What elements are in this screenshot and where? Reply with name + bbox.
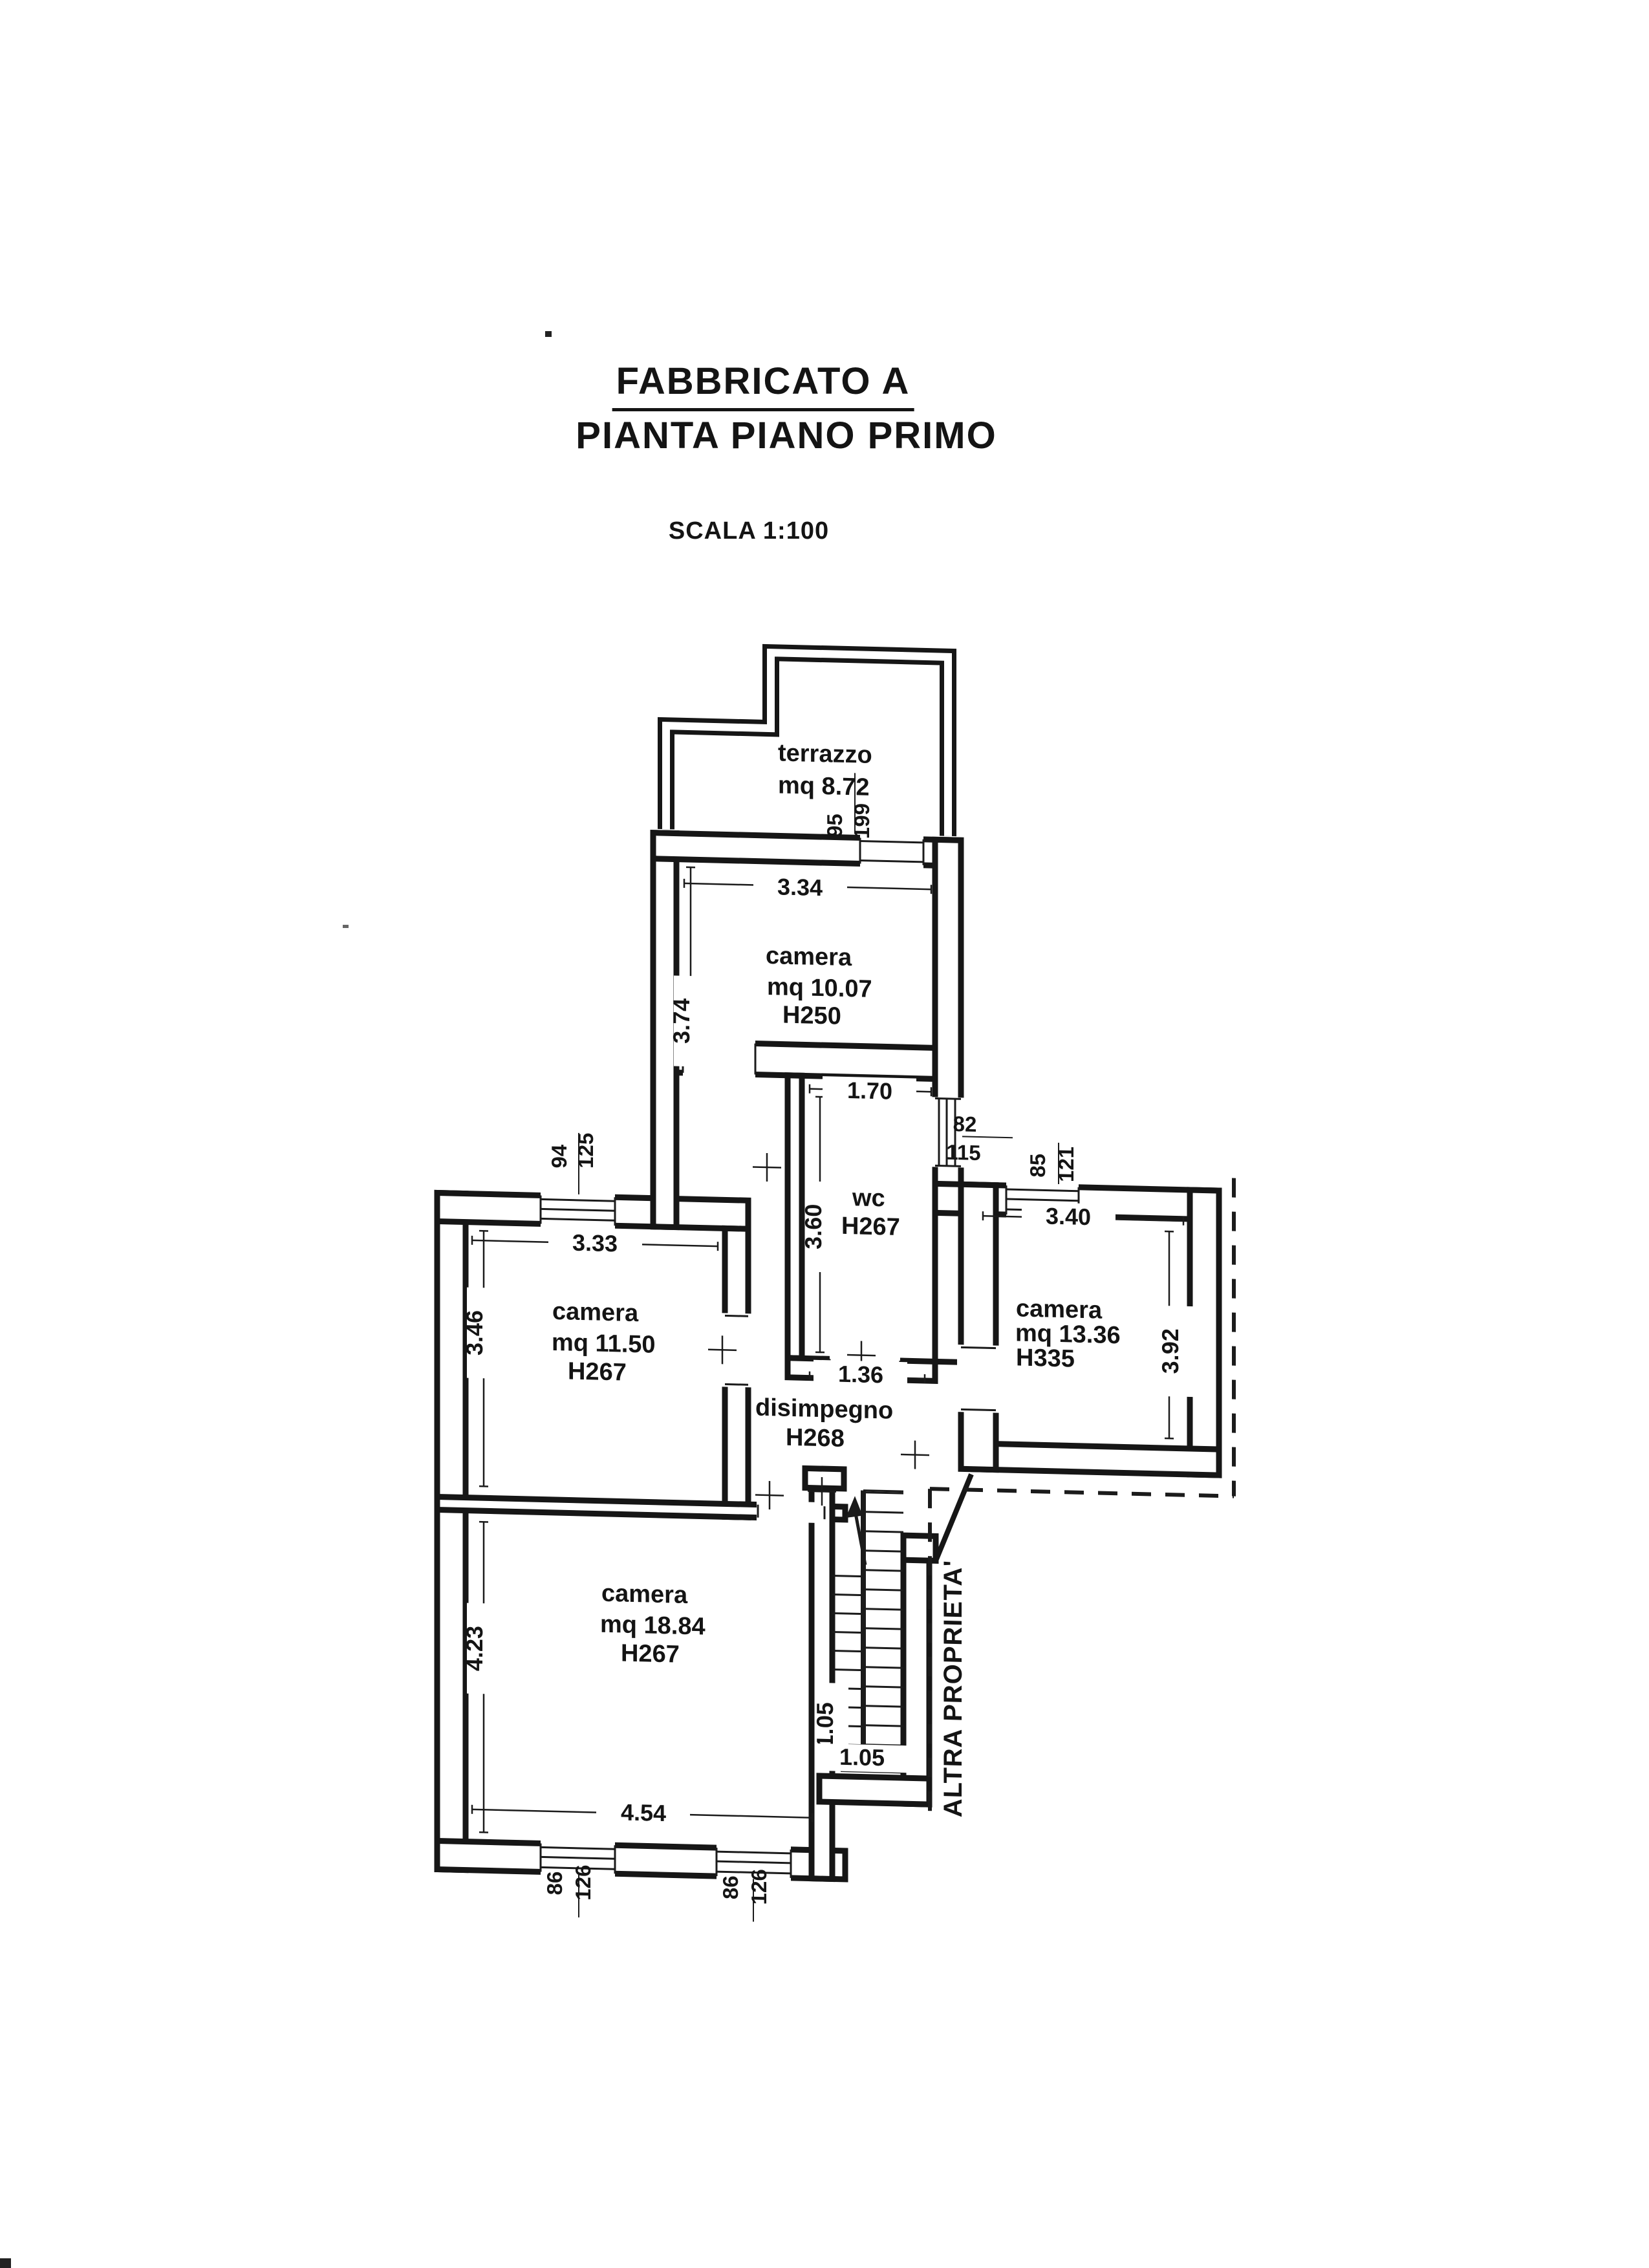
room-label-wc: wc	[852, 1184, 885, 1212]
wall-segment	[932, 1190, 964, 1365]
dim-camera-b-width: 3.33	[572, 1229, 618, 1257]
window-dim-d1-w: 86	[543, 1871, 566, 1895]
dim-camera-d-width: 4.54	[621, 1798, 666, 1826]
window-size-labels: 95 199 94 125 82 115 85 121 86 126 86 12…	[543, 803, 1078, 1905]
window-86-126-right	[715, 1844, 792, 1882]
room-label-camera-a: camera	[766, 942, 852, 971]
room-height-camera-b: H267	[568, 1357, 627, 1386]
window-dim-terrace-door-h: 199	[850, 803, 874, 839]
window-dim-terrace-door-w: 95	[823, 814, 846, 838]
window-82-115	[931, 1097, 965, 1168]
wall-segment	[802, 1465, 847, 1492]
stair-direction-arrow	[846, 1496, 867, 1566]
scan-artifact-dash	[343, 925, 349, 928]
dim-camera-c-depth: 3.92	[1157, 1328, 1183, 1374]
window-leader-lines	[578, 773, 1059, 1922]
window-dim-b-w: 94	[547, 1144, 571, 1169]
wall-segment	[970, 1440, 1222, 1478]
window-dim-c-h: 121	[1054, 1146, 1078, 1182]
scan-artifact-corner-mark	[0, 2258, 11, 2268]
wall-segment	[1187, 1187, 1222, 1478]
window-dim-b-h: 125	[574, 1132, 598, 1169]
wall-segment	[933, 1473, 974, 1562]
dim-camera-c-width: 3.40	[1046, 1203, 1091, 1231]
window-dim-c-w: 85	[1026, 1153, 1050, 1178]
dim-camera-d-depth: 4.23	[461, 1625, 488, 1671]
room-label-terrazzo: terrazzo	[778, 739, 872, 769]
boundary-label: ALTRA PROPRIETA'	[939, 1559, 967, 1817]
dim-stair-depth: 1.05	[812, 1702, 838, 1748]
window-dim-d1-h: 126	[571, 1864, 595, 1901]
window-dim-wc-h: 115	[946, 1140, 980, 1165]
dim-wc-width: 1.70	[847, 1077, 892, 1105]
window-94-125	[539, 1191, 616, 1230]
room-label-camera-b: camera	[552, 1298, 639, 1327]
wall-segment	[434, 1493, 848, 1523]
room-height-camera-a: H250	[782, 1002, 841, 1030]
room-area-camera-b: mq 11.50	[552, 1329, 656, 1359]
dim-camera-b-depth: 3.46	[461, 1310, 488, 1355]
room-height-wc: H267	[841, 1213, 900, 1241]
dim-wc-depth: 3.60	[800, 1204, 826, 1249]
dim-wc-exit: 1.36	[838, 1361, 883, 1388]
dim-stair-width: 1.05	[839, 1744, 885, 1771]
room-label-camera-d: camera	[601, 1580, 688, 1609]
dim-camera-a-width: 3.34	[777, 873, 823, 901]
room-label-camera-c: camera	[1016, 1295, 1103, 1324]
room-area-camera-c: mq 13.36	[1015, 1319, 1121, 1349]
floor-plan-svg: terrazzo mq 8.72 camera mq 10.07 H250 wc…	[434, 643, 1236, 1922]
room-area-terrazzo: mq 8.72	[778, 772, 870, 801]
room-area-camera-a: mq 10.07	[767, 973, 872, 1003]
window-dim-d2-w: 86	[718, 1875, 742, 1900]
window-dim-wc-w: 82	[953, 1112, 977, 1136]
window-dim-d2-h: 126	[747, 1869, 771, 1905]
scale-label: SCALA 1:100	[668, 517, 830, 545]
room-area-camera-d: mq 18.84	[600, 1611, 706, 1641]
dim-camera-a-depth: 3.74	[668, 998, 695, 1044]
stair-stringer	[861, 1490, 866, 1767]
door-tick-marks	[708, 1152, 929, 1510]
room-height-camera-c: H335	[1016, 1344, 1075, 1372]
wall-segment	[958, 1181, 999, 1473]
floor-plan-drawing: terrazzo mq 8.72 camera mq 10.07 H250 wc…	[434, 643, 1236, 1922]
room-height-camera-d: H267	[621, 1639, 680, 1668]
room-height-disimpegno: H268	[786, 1424, 845, 1453]
property-boundary-dashed	[928, 1178, 1236, 1821]
dimension-labels: 3.34 3.74 1.70 3.60 1.36 3.33 3.46 3.40 …	[461, 872, 1194, 1830]
scan-artifact-dot	[545, 331, 552, 337]
terrace-parapet	[658, 643, 956, 837]
wall-segment	[816, 1773, 932, 1808]
page-title: FABBRICATO A	[612, 360, 914, 411]
wall-segment	[434, 1189, 469, 1874]
wall-segment	[900, 1532, 939, 1564]
room-label-disimpegno: disimpegno	[755, 1394, 893, 1425]
plan-subtitle: PIANTA PIANO PRIMO	[576, 415, 997, 457]
room-labels: terrazzo mq 8.72 camera mq 10.07 H250 wc…	[552, 739, 1121, 1668]
window-86-126-left	[539, 1839, 616, 1878]
